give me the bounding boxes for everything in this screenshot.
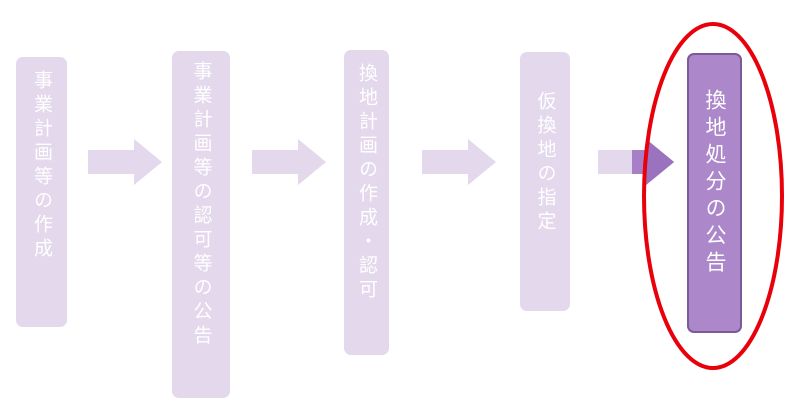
step-box-4: 仮換地の指定 bbox=[520, 52, 570, 311]
step-label-5: 換地処分の公告 bbox=[703, 89, 727, 278]
step-box-1: 事業計画等の作成 bbox=[16, 57, 67, 327]
step-box-3: 換地計画の作成・認可 bbox=[344, 50, 389, 355]
step-label-1: 事業計画等の作成 bbox=[31, 70, 53, 262]
step-label-3: 換地計画の作成・認可 bbox=[356, 63, 378, 303]
step-box-2: 事業計画等の認可等の公告 bbox=[172, 51, 230, 398]
step-label-2: 事業計画等の認可等の公告 bbox=[190, 61, 213, 349]
arrow-right-icon bbox=[422, 139, 496, 185]
arrow-right-icon bbox=[252, 139, 326, 185]
step-label-4: 仮換地の指定 bbox=[534, 91, 557, 235]
step-box-5-current: 換地処分の公告 bbox=[687, 53, 742, 333]
arrow-right-icon bbox=[88, 139, 162, 185]
arrow-right-icon bbox=[598, 139, 674, 185]
